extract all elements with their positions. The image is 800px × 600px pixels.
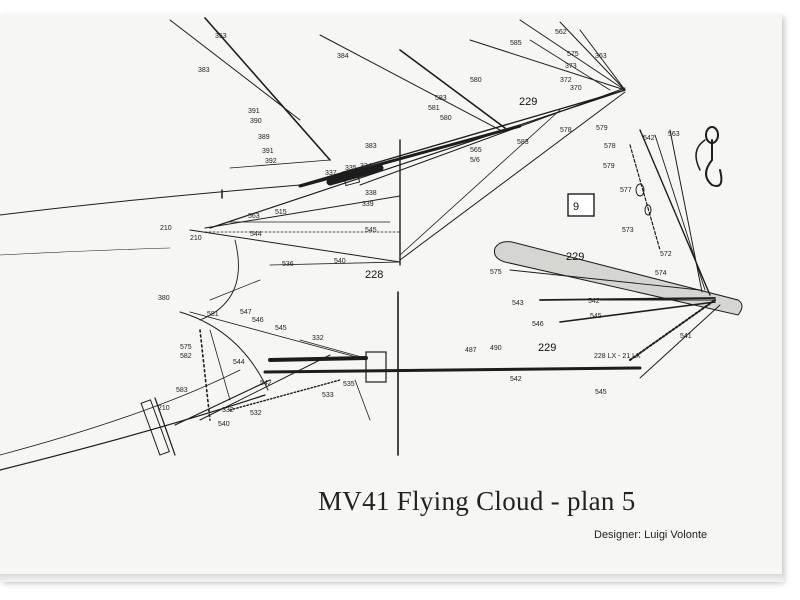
svg-text:562: 562 (555, 29, 567, 36)
svg-text:580: 580 (470, 77, 482, 84)
label-line-533: 533 (322, 392, 334, 399)
svg-text:575: 575 (180, 344, 192, 351)
svg-text:383: 383 (198, 67, 210, 74)
label-line-532: 532 (250, 410, 262, 417)
svg-text:578: 578 (560, 127, 572, 134)
svg-text:392: 392 (265, 158, 277, 165)
label-upper-boom: 229 (519, 96, 537, 108)
svg-text:391: 391 (248, 108, 260, 115)
svg-text:574: 574 (655, 270, 667, 277)
label-mast-foot: 228 (365, 269, 383, 281)
label-end-fitting: 228 LX - 21 LX (594, 353, 641, 360)
svg-text:563: 563 (668, 131, 680, 138)
label-line-535: 535 (343, 381, 355, 388)
svg-text:545: 545 (365, 227, 377, 234)
plan-sheet (0, 14, 782, 580)
label-line-540-lower: 540 (218, 421, 230, 428)
svg-text:373: 373 (565, 63, 577, 70)
svg-text:515: 515 (275, 209, 287, 216)
svg-text:338: 338 (365, 190, 377, 197)
svg-text:575: 575 (567, 51, 579, 58)
label-lower-left: 210 (158, 405, 170, 412)
minor-part-labels: 353 383 384 580 391 390 389 391 392 583 … (158, 29, 680, 414)
svg-text:370: 370 (570, 85, 582, 92)
svg-text:334: 334 (360, 163, 372, 170)
label-detail-spar: 229 (566, 251, 584, 263)
svg-text:380: 380 (158, 295, 170, 302)
svg-text:391: 391 (262, 148, 274, 155)
detail-number: 9 (573, 201, 579, 213)
label-hook-chain: 578 (604, 143, 616, 150)
svg-text:490: 490 (490, 345, 502, 352)
svg-text:585: 585 (510, 40, 522, 47)
label-lower-boom: 229 (538, 342, 556, 354)
label-hook-top: 579 (596, 125, 608, 132)
svg-text:332: 332 (222, 407, 234, 414)
svg-text:372: 372 (560, 77, 572, 84)
svg-text:545: 545 (275, 325, 287, 332)
svg-text:390: 390 (250, 118, 262, 125)
svg-text:339: 339 (362, 201, 374, 208)
svg-text:542: 542 (510, 376, 522, 383)
svg-text:573: 573 (622, 227, 634, 234)
svg-text:384: 384 (337, 53, 349, 60)
svg-text:580: 580 (440, 115, 452, 122)
svg-text:210: 210 (160, 225, 172, 232)
svg-text:383: 383 (365, 143, 377, 150)
svg-text:582: 582 (180, 353, 192, 360)
plan-title: MV41 Flying Cloud - plan 5 (318, 486, 636, 516)
svg-text:5/6: 5/6 (470, 157, 480, 164)
svg-text:389: 389 (258, 134, 270, 141)
svg-text:337: 337 (325, 170, 337, 177)
label-spar-546: 546 (532, 321, 544, 328)
svg-text:563: 563 (248, 213, 260, 220)
svg-text:542: 542 (643, 135, 655, 142)
label-line-540: 540 (334, 258, 346, 265)
label-spar-542: 542 (588, 298, 600, 305)
svg-text:335: 335 (345, 165, 357, 172)
svg-text:487: 487 (465, 347, 477, 354)
svg-text:581: 581 (207, 311, 219, 318)
svg-text:572: 572 (660, 251, 672, 258)
svg-text:210: 210 (190, 235, 202, 242)
designer-credit: Designer: Luigi Volonte (594, 529, 708, 541)
svg-text:363: 363 (595, 53, 607, 60)
svg-text:583: 583 (517, 139, 529, 146)
label-spar-575: 575 (490, 269, 502, 276)
svg-text:579: 579 (603, 163, 615, 170)
svg-text:545: 545 (595, 389, 607, 396)
label-spar-541: 541 (680, 333, 692, 340)
svg-text:353: 353 (215, 33, 227, 40)
svg-text:581: 581 (428, 105, 440, 112)
svg-text:544: 544 (233, 359, 245, 366)
label-spar-543: 543 (512, 300, 524, 307)
svg-text:583: 583 (435, 95, 447, 102)
svg-text:544: 544 (250, 231, 262, 238)
svg-text:583: 583 (176, 387, 188, 394)
sheet-shadow-edge (0, 574, 784, 582)
label-line-536: 536 (282, 261, 294, 268)
svg-text:332: 332 (312, 335, 324, 342)
svg-text:577: 577 (620, 187, 632, 194)
svg-text:546: 546 (252, 317, 264, 324)
svg-text:542: 542 (260, 380, 272, 387)
svg-text:565: 565 (470, 147, 482, 154)
label-spar-545: 545 (590, 313, 602, 320)
svg-text:547: 547 (240, 309, 252, 316)
